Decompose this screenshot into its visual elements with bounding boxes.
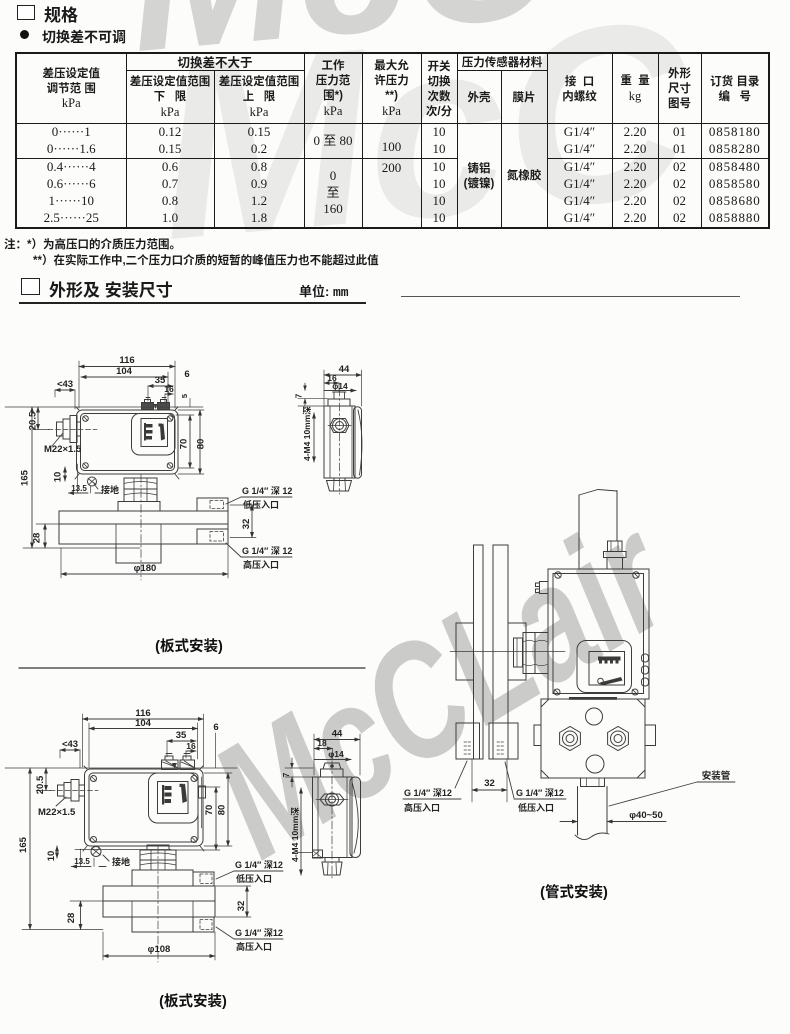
svg-text:φ14: φ14 [328,748,344,760]
svg-text:28: 28 [29,533,43,544]
svg-text:φ180: φ180 [134,560,157,574]
svg-text:M22×1.5: M22×1.5 [44,441,82,455]
svg-text:13.5: 13.5 [71,483,87,494]
svg-text:20.5: 20.5 [25,411,39,430]
svg-text:G 1/4″ 深12: G 1/4″ 深12 [516,786,564,799]
svg-text:6: 6 [213,719,218,733]
svg-text:高压入口: 高压入口 [404,801,440,814]
svg-text:20.5: 20.5 [32,775,46,794]
svg-text:G 1/4″ 深12: G 1/4″ 深12 [235,926,283,939]
svg-text:10: 10 [43,851,57,862]
svg-text:35: 35 [155,372,166,386]
svg-text:低压入口: 低压入口 [236,872,272,885]
svg-text:44: 44 [339,361,350,375]
svg-text:80: 80 [214,805,228,816]
svg-text:φ40~50: φ40~50 [629,807,662,821]
svg-text:13.5: 13.5 [74,856,90,867]
svg-text:32: 32 [484,775,495,789]
svg-text:70: 70 [201,805,215,816]
svg-text:高压入口: 高压入口 [236,940,272,953]
svg-text:<43: <43 [62,736,78,750]
svg-text:35: 35 [176,727,187,741]
svg-text:6: 6 [184,366,189,380]
svg-text:M22×1.5: M22×1.5 [38,804,76,818]
svg-text:116: 116 [135,705,150,719]
svg-text:高压入口: 高压入口 [243,558,279,571]
svg-text:(板式安装): (板式安装) [155,635,223,656]
svg-text:φ14: φ14 [332,380,348,392]
svg-text:4-M4 10mm深: 4-M4 10mm深 [301,406,313,461]
svg-text:接地: 接地 [112,855,130,868]
svg-text:80: 80 [193,439,207,450]
svg-text:G 1/4″ 深 12: G 1/4″ 深 12 [242,484,292,497]
svg-text:7: 7 [294,393,305,398]
svg-text:116: 116 [119,352,134,366]
svg-text:5: 5 [179,394,190,398]
svg-text:G 1/4″ 深 12: G 1/4″ 深 12 [242,544,292,557]
svg-text:接地: 接地 [101,483,119,496]
svg-text:7: 7 [281,772,292,777]
svg-text:165: 165 [17,469,31,486]
svg-text:16: 16 [164,383,174,395]
svg-text:<43: <43 [57,376,73,390]
svg-text:低压入口: 低压入口 [518,801,554,814]
svg-text:104: 104 [116,363,133,377]
svg-text:104: 104 [135,715,152,729]
svg-text:(板式安装): (板式安装) [159,990,227,1011]
svg-text:32: 32 [238,519,252,530]
svg-text:G 1/4″ 深12: G 1/4″ 深12 [404,786,452,799]
svg-text:4-M4 10mm深: 4-M4 10mm深 [289,807,301,862]
svg-text:165: 165 [15,836,29,853]
svg-text:32: 32 [233,901,247,912]
svg-text:44: 44 [332,726,343,740]
svg-text:φ108: φ108 [148,941,171,955]
svg-text:10: 10 [50,472,64,483]
svg-text:70: 70 [176,439,190,450]
svg-text:低压入口: 低压入口 [243,498,279,511]
svg-text:G 1/4″ 深12: G 1/4″ 深12 [235,858,283,871]
svg-text:28: 28 [63,913,77,924]
svg-text:16: 16 [186,740,196,752]
svg-text:16: 16 [327,372,337,384]
svg-text:安装管: 安装管 [702,768,731,782]
svg-text:18: 18 [317,737,327,749]
svg-text:(管式安装): (管式安装) [540,881,608,902]
